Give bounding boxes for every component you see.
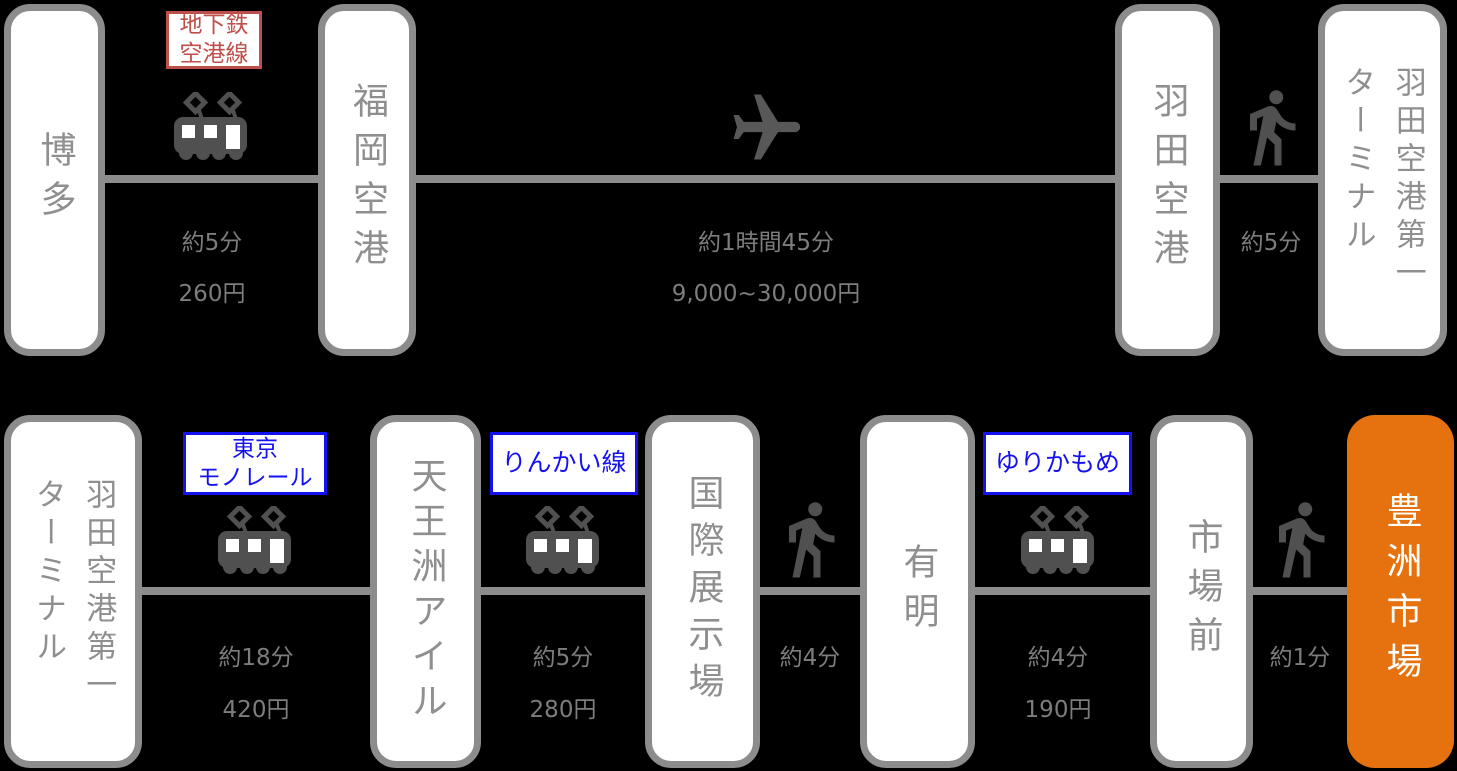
station-ariake: 有明 — [860, 415, 975, 768]
duration-text: 約1時間45分 — [698, 230, 834, 256]
connector-line — [975, 587, 1150, 595]
connector-line — [142, 587, 370, 595]
station-tennozu-isle: 天王洲アイル — [370, 415, 481, 768]
line-name-label-yurikamome: ゆりかもめ — [983, 432, 1132, 495]
station-haneda-airport: 羽田空港 — [1115, 4, 1220, 356]
train-icon — [1021, 506, 1094, 574]
station-shijomae: 市場前 — [1150, 415, 1253, 768]
connector-line — [481, 587, 645, 595]
label-text: ゆりかもめ — [994, 448, 1120, 478]
station-label: 天王洲アイル — [405, 456, 447, 727]
fare-text: 260円 — [178, 281, 246, 307]
duration-text: 約5分 — [1240, 230, 1302, 256]
line-name-label-tokyo-monorail: 東京モノレール — [183, 432, 327, 495]
walk-icon — [789, 502, 835, 578]
station-fukuoka-airport: 福岡空港 — [318, 4, 416, 356]
connector-line — [1220, 175, 1318, 183]
label-text: 東京モノレール — [197, 436, 313, 491]
connector-line — [760, 587, 860, 595]
station-label: 羽田空港第一ターミナル — [30, 477, 117, 706]
connector-line — [105, 175, 320, 183]
duration-text: 約5分 — [532, 645, 594, 671]
walk-icon — [1250, 90, 1296, 166]
fare-text: 9,000~30,000円 — [671, 281, 861, 307]
station-label: 市場前 — [1181, 518, 1223, 665]
station-label: 有明 — [897, 542, 939, 641]
train-icon — [174, 92, 247, 160]
label-text: 地下鉄空港線 — [179, 12, 249, 67]
station-toyosu-market: 豊洲市場 — [1347, 415, 1454, 768]
station-label: 博多 — [34, 131, 76, 229]
connector-line — [416, 175, 1115, 183]
duration-text: 約4分 — [1027, 645, 1089, 671]
line-name-label-subway-airport-line: 地下鉄空港線 — [166, 11, 262, 69]
walk-icon — [1279, 502, 1325, 578]
station-hakata: 博多 — [4, 4, 105, 356]
station-label: 羽田空港第一ターミナル — [1339, 66, 1426, 294]
fare-text: 420円 — [222, 697, 290, 723]
duration-text: 約5分 — [181, 230, 243, 256]
duration-text: 約1分 — [1269, 645, 1331, 671]
station-haneda-terminal1-start: 羽田空港第一ターミナル — [4, 415, 142, 768]
station-kokusai-tenjijo: 国際展示場 — [645, 415, 760, 768]
station-label: 福岡空港 — [347, 82, 388, 278]
station-haneda-terminal1: 羽田空港第一ターミナル — [1318, 4, 1447, 356]
duration-text: 約4分 — [779, 645, 841, 671]
line-name-label-rinkai-line: りんかい線 — [490, 432, 638, 495]
station-label: 羽田空港 — [1147, 82, 1189, 278]
airplane-icon — [733, 94, 801, 160]
fare-text: 280円 — [529, 697, 597, 723]
train-icon — [526, 506, 599, 574]
fare-text: 190円 — [1024, 697, 1092, 723]
station-label: 国際展示場 — [682, 474, 724, 709]
label-text: りんかい線 — [501, 448, 627, 478]
duration-text: 約18分 — [218, 645, 294, 671]
connector-line — [1253, 587, 1347, 595]
station-label: 豊洲市場 — [1380, 491, 1422, 692]
train-icon — [218, 506, 291, 574]
